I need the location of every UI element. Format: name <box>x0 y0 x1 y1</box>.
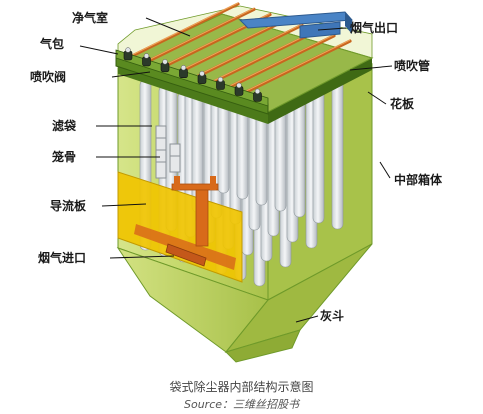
caption-source: Source：三维丝招股书 <box>183 398 300 411</box>
label-gas-inlet: 烟气进口 <box>38 250 86 265</box>
baffle <box>117 171 243 283</box>
label-pulse-valve: 喷吹阀 <box>30 69 66 84</box>
label-air-bag: 气包 <box>39 36 64 51</box>
pulse-valve-cap <box>236 82 242 89</box>
blow-pipe-highlight <box>243 39 351 93</box>
filter-bag <box>331 76 344 230</box>
labels: 净气室 烟气出口 气包 喷吹管 喷吹阀 花板 滤袋 笼骨 中部箱体 导流板 烟气… <box>30 10 443 323</box>
blow-pipe <box>194 23 304 79</box>
bag-filter-diagram: 净气室 烟气出口 气包 喷吹管 喷吹阀 花板 滤袋 笼骨 中部箱体 导流板 烟气… <box>30 2 443 363</box>
pulse-valve-cap <box>180 65 187 71</box>
blow-pipe <box>210 28 320 85</box>
blow-pipe-highlight <box>195 23 303 77</box>
label-filter-bag: 滤袋 <box>52 118 77 133</box>
pulse-valve-cap <box>199 70 205 77</box>
caption-title: 袋式除尘器内部结构示意图 <box>169 380 314 394</box>
pulse-valve-cap <box>217 76 224 83</box>
label-blow-pipe: 喷吹管 <box>394 58 430 73</box>
blow-pipe <box>242 39 352 95</box>
label-ash-hopper: 灰斗 <box>320 308 344 323</box>
leader-lines <box>79 17 393 323</box>
blow-pipes <box>130 2 352 95</box>
gas-inlet <box>165 243 207 267</box>
blow-pipe <box>146 7 256 63</box>
label-gas-outlet: 烟气出口 <box>350 20 398 35</box>
blow-pipe <box>178 18 288 74</box>
pulse-valve-cap <box>143 53 150 59</box>
blow-pipe-highlight <box>147 7 255 61</box>
label-baffle: 导流板 <box>50 198 87 213</box>
cage <box>155 125 181 179</box>
pulse-valve-cap <box>254 88 261 94</box>
blow-pipe <box>130 2 240 58</box>
label-middle-box: 中部箱体 <box>394 172 443 187</box>
ash-hopper <box>116 243 373 363</box>
label-tube-sheet: 花板 <box>390 96 415 111</box>
label-clean-room: 净气室 <box>72 10 108 25</box>
blow-pipe-highlight <box>131 2 239 56</box>
blow-pipe-highlight <box>179 18 287 72</box>
label-cage: 笼骨 <box>51 149 76 164</box>
pulse-valves <box>123 47 262 102</box>
pulse-valve-cap <box>125 47 131 53</box>
blow-pipe <box>226 34 336 90</box>
pulse-valve-cap <box>162 59 168 65</box>
blow-pipe-highlight <box>227 34 335 88</box>
